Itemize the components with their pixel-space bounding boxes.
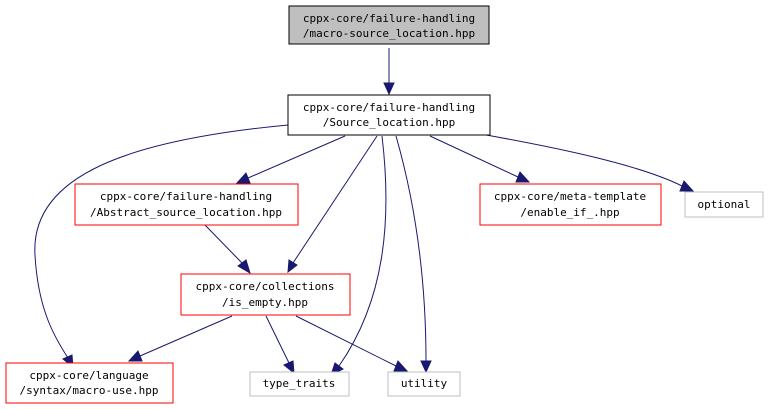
node-optional-line-1: optional [698,198,751,211]
node-abstract-source-location[interactable]: cppx-core/failure-handling /Abstract_sou… [74,183,299,226]
edge-source-location-to-type-traits [330,135,387,376]
node-macro-source-location[interactable]: cppx-core/failure-handling /macro-source… [288,5,490,45]
edge-is-empty-to-type-traits [265,315,295,375]
node-macro-source-location-line-2: /macro-source_location.hpp [303,27,475,40]
edge-is-empty-to-utility [295,315,409,372]
node-type-traits-line-1: type_traits [263,377,336,390]
node-utility[interactable]: utility [387,371,461,397]
edge-source-location-to-abstract-source-location [235,135,346,184]
node-type-traits[interactable]: type_traits [249,371,350,397]
node-macro-use-line-2: /syntax/macro-use.hpp [19,384,158,397]
node-source-location-line-1: cppx-core/failure-handling [303,101,475,114]
node-macro-use[interactable]: cppx-core/language /syntax/macro-use.hpp [5,362,174,404]
node-is-empty[interactable]: cppx-core/collections /is_empty.hpp [180,273,351,316]
edge-source-location-to-is-empty [287,135,378,274]
node-enable-if-line-2: /enable_if_.hpp [520,206,619,219]
node-abstract-source-location-line-2: /Abstract_source_location.hpp [90,206,282,219]
edge-abstract-source-location-to-is-empty [204,224,251,275]
edge-is-empty-to-macro-use [127,315,233,362]
node-enable-if-line-1: cppx-core/meta-template [494,190,646,203]
edge-source-location-to-enable-if [429,135,531,183]
node-is-empty-line-1: cppx-core/collections [195,280,334,293]
node-macro-use-line-1: cppx-core/language [29,369,148,382]
node-source-location[interactable]: cppx-core/failure-handling /Source_locat… [287,94,491,136]
nodes-layer: cppx-core/failure-handling /macro-source… [5,5,764,404]
node-optional[interactable]: optional [684,191,764,218]
edge-source-location-to-utility [395,135,432,374]
edge-source-location-to-macro-use [34,124,289,369]
node-source-location-line-2: /Source_location.hpp [323,116,455,129]
edge-macro-source-location-to-source-location [383,48,395,96]
node-is-empty-line-2: /is_empty.hpp [222,296,308,309]
edge-source-location-to-optional [474,132,695,192]
node-abstract-source-location-line-1: cppx-core/failure-handling [100,190,272,203]
node-enable-if[interactable]: cppx-core/meta-template /enable_if_.hpp [479,183,662,226]
node-utility-line-1: utility [401,377,448,390]
node-macro-source-location-line-1: cppx-core/failure-handling [303,12,475,25]
